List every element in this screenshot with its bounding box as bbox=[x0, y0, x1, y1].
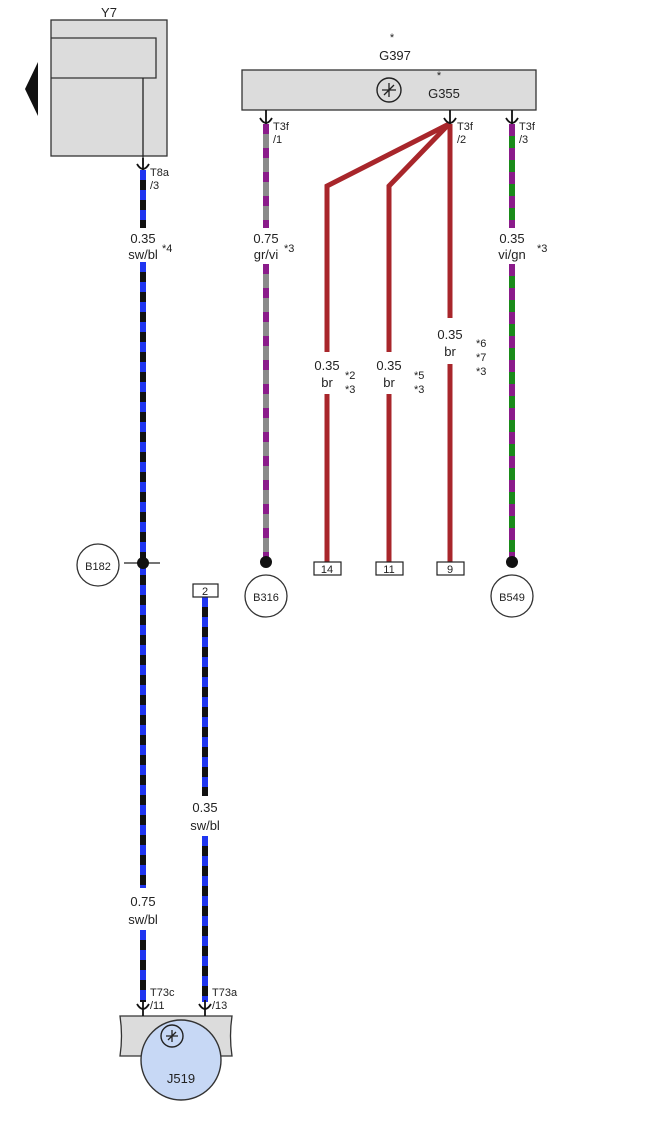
svg-text:/3: /3 bbox=[519, 134, 528, 146]
connector-t73a-13[interactable]: T73a /13 bbox=[198, 987, 238, 1016]
svg-text:sw/bl: sw/bl bbox=[128, 247, 158, 262]
svg-text:2: 2 bbox=[202, 586, 208, 598]
svg-text:/13: /13 bbox=[212, 1000, 227, 1012]
svg-text:*4: *4 bbox=[162, 243, 172, 255]
svg-text:*3: *3 bbox=[414, 384, 424, 396]
svg-text:br: br bbox=[444, 344, 456, 359]
g397-label: G397 bbox=[379, 48, 411, 63]
motor-arrow-icon bbox=[382, 83, 396, 97]
g397-component[interactable]: * G397 * G355 bbox=[241, 32, 537, 111]
svg-text:T3f: T3f bbox=[519, 121, 536, 133]
svg-text:0.75: 0.75 bbox=[130, 894, 155, 909]
svg-text:/11: /11 bbox=[150, 1000, 164, 1012]
svg-text:T3f: T3f bbox=[457, 121, 474, 133]
ref-box-9[interactable]: 9 bbox=[436, 561, 465, 576]
svg-text:/2: /2 bbox=[457, 134, 466, 146]
svg-text:*5: *5 bbox=[414, 370, 424, 382]
svg-text:B316: B316 bbox=[253, 592, 279, 604]
svg-text:0.75: 0.75 bbox=[253, 231, 278, 246]
svg-text:*: * bbox=[390, 32, 395, 44]
svg-text:/3: /3 bbox=[150, 180, 159, 192]
svg-text:gr/vi: gr/vi bbox=[254, 247, 279, 262]
j519-label: J519 bbox=[167, 1071, 195, 1086]
svg-text:9: 9 bbox=[447, 564, 453, 576]
connector-t73c-11[interactable]: T73c /11 bbox=[136, 987, 175, 1016]
j519-component[interactable]: J519 bbox=[119, 1015, 233, 1101]
svg-text:*3: *3 bbox=[345, 384, 355, 396]
svg-text:*3: *3 bbox=[284, 243, 294, 255]
svg-text:0.35: 0.35 bbox=[314, 358, 339, 373]
svg-text:*2: *2 bbox=[345, 370, 355, 382]
svg-text:B182: B182 bbox=[85, 561, 111, 573]
ref-box-11[interactable]: 11 bbox=[375, 561, 404, 576]
svg-text:/1: /1 bbox=[273, 134, 282, 146]
ground-b316[interactable]: B316 bbox=[244, 574, 288, 618]
svg-text:T8a: T8a bbox=[150, 167, 170, 179]
svg-text:B549: B549 bbox=[499, 592, 525, 604]
connector-t8a-3[interactable]: T8a /3 bbox=[136, 158, 170, 192]
ground-b182[interactable]: B182 bbox=[76, 543, 120, 587]
connector-t3f-1[interactable]: T3f /1 bbox=[259, 110, 290, 146]
svg-text:br: br bbox=[383, 375, 395, 390]
svg-text:0.35: 0.35 bbox=[376, 358, 401, 373]
svg-text:*: * bbox=[437, 70, 442, 82]
svg-text:*6: *6 bbox=[476, 338, 486, 350]
g355-label: G355 bbox=[428, 86, 460, 101]
svg-text:sw/bl: sw/bl bbox=[128, 912, 158, 927]
svg-text:br: br bbox=[321, 375, 333, 390]
y7-component[interactable]: Y7 bbox=[50, 5, 168, 157]
svg-text:0.35: 0.35 bbox=[499, 231, 524, 246]
svg-text:T3f: T3f bbox=[273, 121, 290, 133]
left-arrow-icon bbox=[25, 62, 38, 116]
svg-text:sw/bl: sw/bl bbox=[190, 818, 220, 833]
ref-box-14[interactable]: 14 bbox=[313, 561, 342, 576]
svg-text:*7: *7 bbox=[476, 352, 486, 364]
svg-text:0.35: 0.35 bbox=[437, 327, 462, 342]
splice-point bbox=[137, 557, 149, 569]
y7-label: Y7 bbox=[101, 5, 117, 20]
connector-t3f-3[interactable]: T3f /3 bbox=[505, 110, 536, 146]
svg-text:14: 14 bbox=[321, 564, 333, 576]
svg-text:*3: *3 bbox=[476, 366, 486, 378]
ground-b549[interactable]: B549 bbox=[490, 574, 534, 618]
svg-text:0.35: 0.35 bbox=[130, 231, 155, 246]
svg-text:T73c: T73c bbox=[150, 987, 175, 999]
motor-symbol-icon-j519 bbox=[160, 1024, 184, 1048]
wire-br-group bbox=[324, 121, 453, 562]
svg-text:0.35: 0.35 bbox=[192, 800, 217, 815]
svg-text:T73a: T73a bbox=[212, 987, 238, 999]
motor-symbol-icon bbox=[376, 77, 402, 103]
svg-text:*3: *3 bbox=[537, 243, 547, 255]
ref-box-2[interactable]: 2 bbox=[192, 583, 219, 598]
svg-text:11: 11 bbox=[383, 564, 394, 576]
connector-t3f-2[interactable]: T3f /2 bbox=[443, 110, 474, 146]
svg-text:vi/gn: vi/gn bbox=[498, 247, 525, 262]
